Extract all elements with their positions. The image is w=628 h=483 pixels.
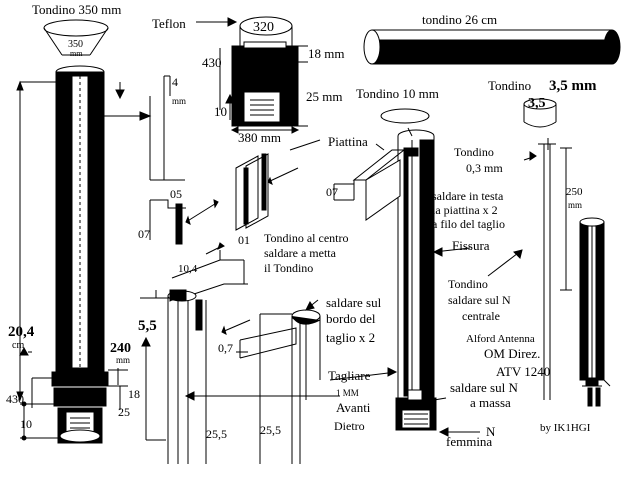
label-dim-07-low: 0,7 xyxy=(218,341,233,355)
tube-centre xyxy=(395,129,437,431)
label-tondino-26: tondino 26 cm xyxy=(422,12,497,27)
label-dim-430-low: 430 xyxy=(6,392,24,406)
label-dim-255-b: 25,5 xyxy=(260,423,281,437)
label-cylinder-35: 3,5 xyxy=(528,96,546,111)
small-cylinder xyxy=(523,98,557,128)
label-dim-4-unit: mm xyxy=(172,96,186,106)
text-labels: Tondino 350 mm 350 mm Teflon 320 18 mm 4… xyxy=(6,2,597,449)
centre-plates xyxy=(235,139,321,231)
tube-left xyxy=(51,65,109,444)
label-dim-18: 18 mm xyxy=(308,46,344,61)
label-tondino-n-3: centrale xyxy=(462,309,500,323)
label-dim-4: 4 xyxy=(172,75,178,89)
label-saldare-bordo-3: taglio x 2 xyxy=(326,330,375,345)
label-tondino-35-val: 3,5 mm xyxy=(549,78,597,94)
label-tondino-03: Tondino xyxy=(454,145,494,159)
label-dim-240: 240 xyxy=(110,341,131,356)
label-piattina: Piattina xyxy=(328,134,368,149)
lower-cylinder xyxy=(221,299,321,464)
label-alford-3: ATV 1240 xyxy=(496,364,550,379)
label-fissura: Fissura xyxy=(452,238,490,253)
label-saldare-massa-2: a massa xyxy=(470,395,511,410)
label-dim-240-unit: mm xyxy=(116,355,130,365)
label-saldare-massa-1: saldare sul N xyxy=(450,380,518,395)
label-tondino-centro-1: Tondino al centro xyxy=(264,231,348,245)
label-dim-250-unit: mm xyxy=(568,200,582,210)
label-dietro: Dietro xyxy=(334,419,365,433)
label-dim-07-left: 07 xyxy=(138,227,150,241)
tube-left-dimensions xyxy=(16,80,152,441)
callout-arrows xyxy=(184,108,537,437)
label-saldare-testa-1: saldare in testa xyxy=(432,189,504,203)
label-avanti: Avanti xyxy=(336,400,371,415)
label-teflon: Teflon xyxy=(152,16,186,31)
label-dim-18-low: 18 xyxy=(128,387,140,401)
label-tondino-centro-3: il Tondino xyxy=(264,261,313,275)
label-tagliare: Tagliare xyxy=(328,368,371,383)
label-saldare-testa-2: la piattina x 2 xyxy=(432,203,498,217)
label-saldare-bordo-1: saldare sul xyxy=(326,295,382,310)
thin-rod-right xyxy=(538,138,572,400)
rod-26cm xyxy=(363,29,621,65)
label-alford-1: Alford Antenna xyxy=(466,333,535,345)
label-dim-430-top: 430 xyxy=(202,55,222,70)
label-dim-01: 01 xyxy=(238,233,250,247)
label-cone-unit: mm xyxy=(70,49,83,58)
alford-antenna xyxy=(579,217,611,407)
small-plate-left xyxy=(149,199,219,245)
flap-07 xyxy=(333,149,406,221)
label-alford-2: OM Direz. xyxy=(484,346,540,361)
label-dim-250: 250 xyxy=(566,186,583,198)
label-dim-07-mid: 07 xyxy=(326,185,338,199)
label-dim-204-unit: cm xyxy=(12,340,24,351)
label-tondino-350: Tondino 350 mm xyxy=(32,2,121,17)
cone-350 xyxy=(43,19,109,56)
label-dim-25-low: 25 xyxy=(118,405,130,419)
label-dim-55: 5,5 xyxy=(138,318,157,334)
label-dim-104: 10,4 xyxy=(178,263,198,275)
label-tondino-03-val: 0,3 mm xyxy=(466,161,503,175)
label-dim-255-a: 25,5 xyxy=(206,427,227,441)
label-dim-10-top: 10 xyxy=(214,104,227,119)
label-dim-05: 05 xyxy=(170,187,182,201)
lower-plate-assembly xyxy=(140,242,248,464)
label-n-femmina-2: femmina xyxy=(446,434,492,449)
label-tondino-10: Tondino 10 mm xyxy=(356,86,439,101)
label-saldare-testa-3: a filo del taglio xyxy=(432,217,505,231)
label-dim-204: 20,4 xyxy=(8,324,35,340)
label-tondino-n-1: Tondino xyxy=(448,277,488,291)
bracket-4mm xyxy=(149,75,185,181)
label-tagliare-1mm: 1 MM xyxy=(336,388,359,398)
label-saldare-bordo-2: bordo del xyxy=(326,311,376,326)
label-dim-10-low: 10 xyxy=(20,417,32,431)
label-author: by IK1HGI xyxy=(540,422,591,434)
label-tondino-centro-2: saldare a metta xyxy=(264,246,337,260)
label-teflon-320: 320 xyxy=(253,20,274,35)
label-n-femmina-1: N xyxy=(486,424,496,439)
label-cone-350: 350 xyxy=(68,39,83,50)
teflon-block xyxy=(196,16,308,134)
label-dim-380: 380 mm xyxy=(238,130,281,145)
label-tondino-n-2: saldare sul N xyxy=(448,293,511,307)
label-dim-25: 25 mm xyxy=(306,89,342,104)
label-tondino-35: Tondino xyxy=(488,78,531,93)
